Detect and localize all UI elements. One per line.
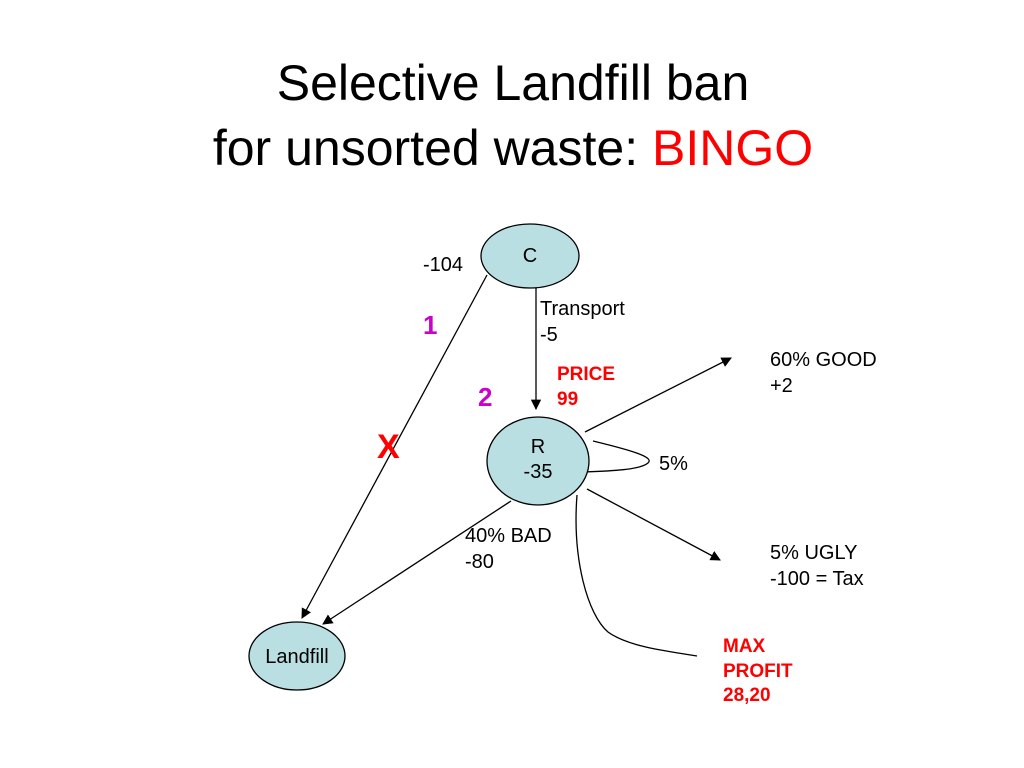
title-prefix: for unsorted waste: — [212, 120, 652, 176]
max-profit-label: MAX PROFIT 28,20 — [723, 635, 793, 709]
node-landfill-label: Landfill — [265, 646, 329, 668]
node-r-value: -35 — [523, 461, 553, 483]
transport-value: -5 — [540, 324, 558, 346]
good-label: 60% GOOD +2 — [770, 347, 877, 399]
good-name: 60% GOOD — [770, 349, 877, 371]
profit-text: PROFIT — [723, 660, 793, 682]
node-landfill — [248, 621, 346, 691]
ugly-value: -100 = Tax — [770, 568, 864, 590]
max-text: MAX — [723, 636, 766, 657]
title-line-2: for unsorted waste: BINGO — [0, 123, 1024, 173]
title-line-1: Selective Landfill ban — [276, 55, 750, 111]
price-value: 99 — [557, 388, 579, 410]
loop-label: 5% — [659, 453, 688, 475]
bad-value: -80 — [465, 551, 494, 573]
node-c — [480, 223, 580, 289]
blocked-x-label: X — [377, 428, 400, 466]
edge-r-loop — [582, 440, 650, 473]
edge-r-ugly — [586, 488, 721, 561]
edge-c-landfill — [301, 274, 488, 619]
route-1-label: 1 — [423, 310, 438, 340]
profit-value: 28,20 — [723, 685, 771, 707]
route-2-label: 2 — [478, 382, 493, 412]
callout-max-profit — [575, 494, 698, 657]
edge-r-good — [584, 357, 732, 433]
transport-name: Transport — [540, 298, 625, 320]
node-r-label: R -35 — [508, 435, 568, 485]
c-value-label: -104 — [423, 254, 464, 276]
price-name: PRICE — [557, 364, 616, 385]
ugly-name: 5% UGLY — [770, 542, 858, 564]
title-accent: BINGO — [651, 120, 814, 176]
transport-label: Transport -5 — [540, 296, 625, 348]
good-value: +2 — [770, 375, 793, 397]
node-r — [486, 416, 590, 506]
price-label: PRICE 99 — [557, 363, 615, 412]
bad-name: 40% BAD — [465, 525, 552, 547]
edge-r-landfill — [322, 500, 512, 625]
node-c-label: C — [522, 245, 538, 267]
ugly-label: 5% UGLY -100 = Tax — [770, 540, 864, 592]
node-r-name: R — [530, 436, 546, 458]
bad-label: 40% BAD -80 — [465, 523, 552, 575]
